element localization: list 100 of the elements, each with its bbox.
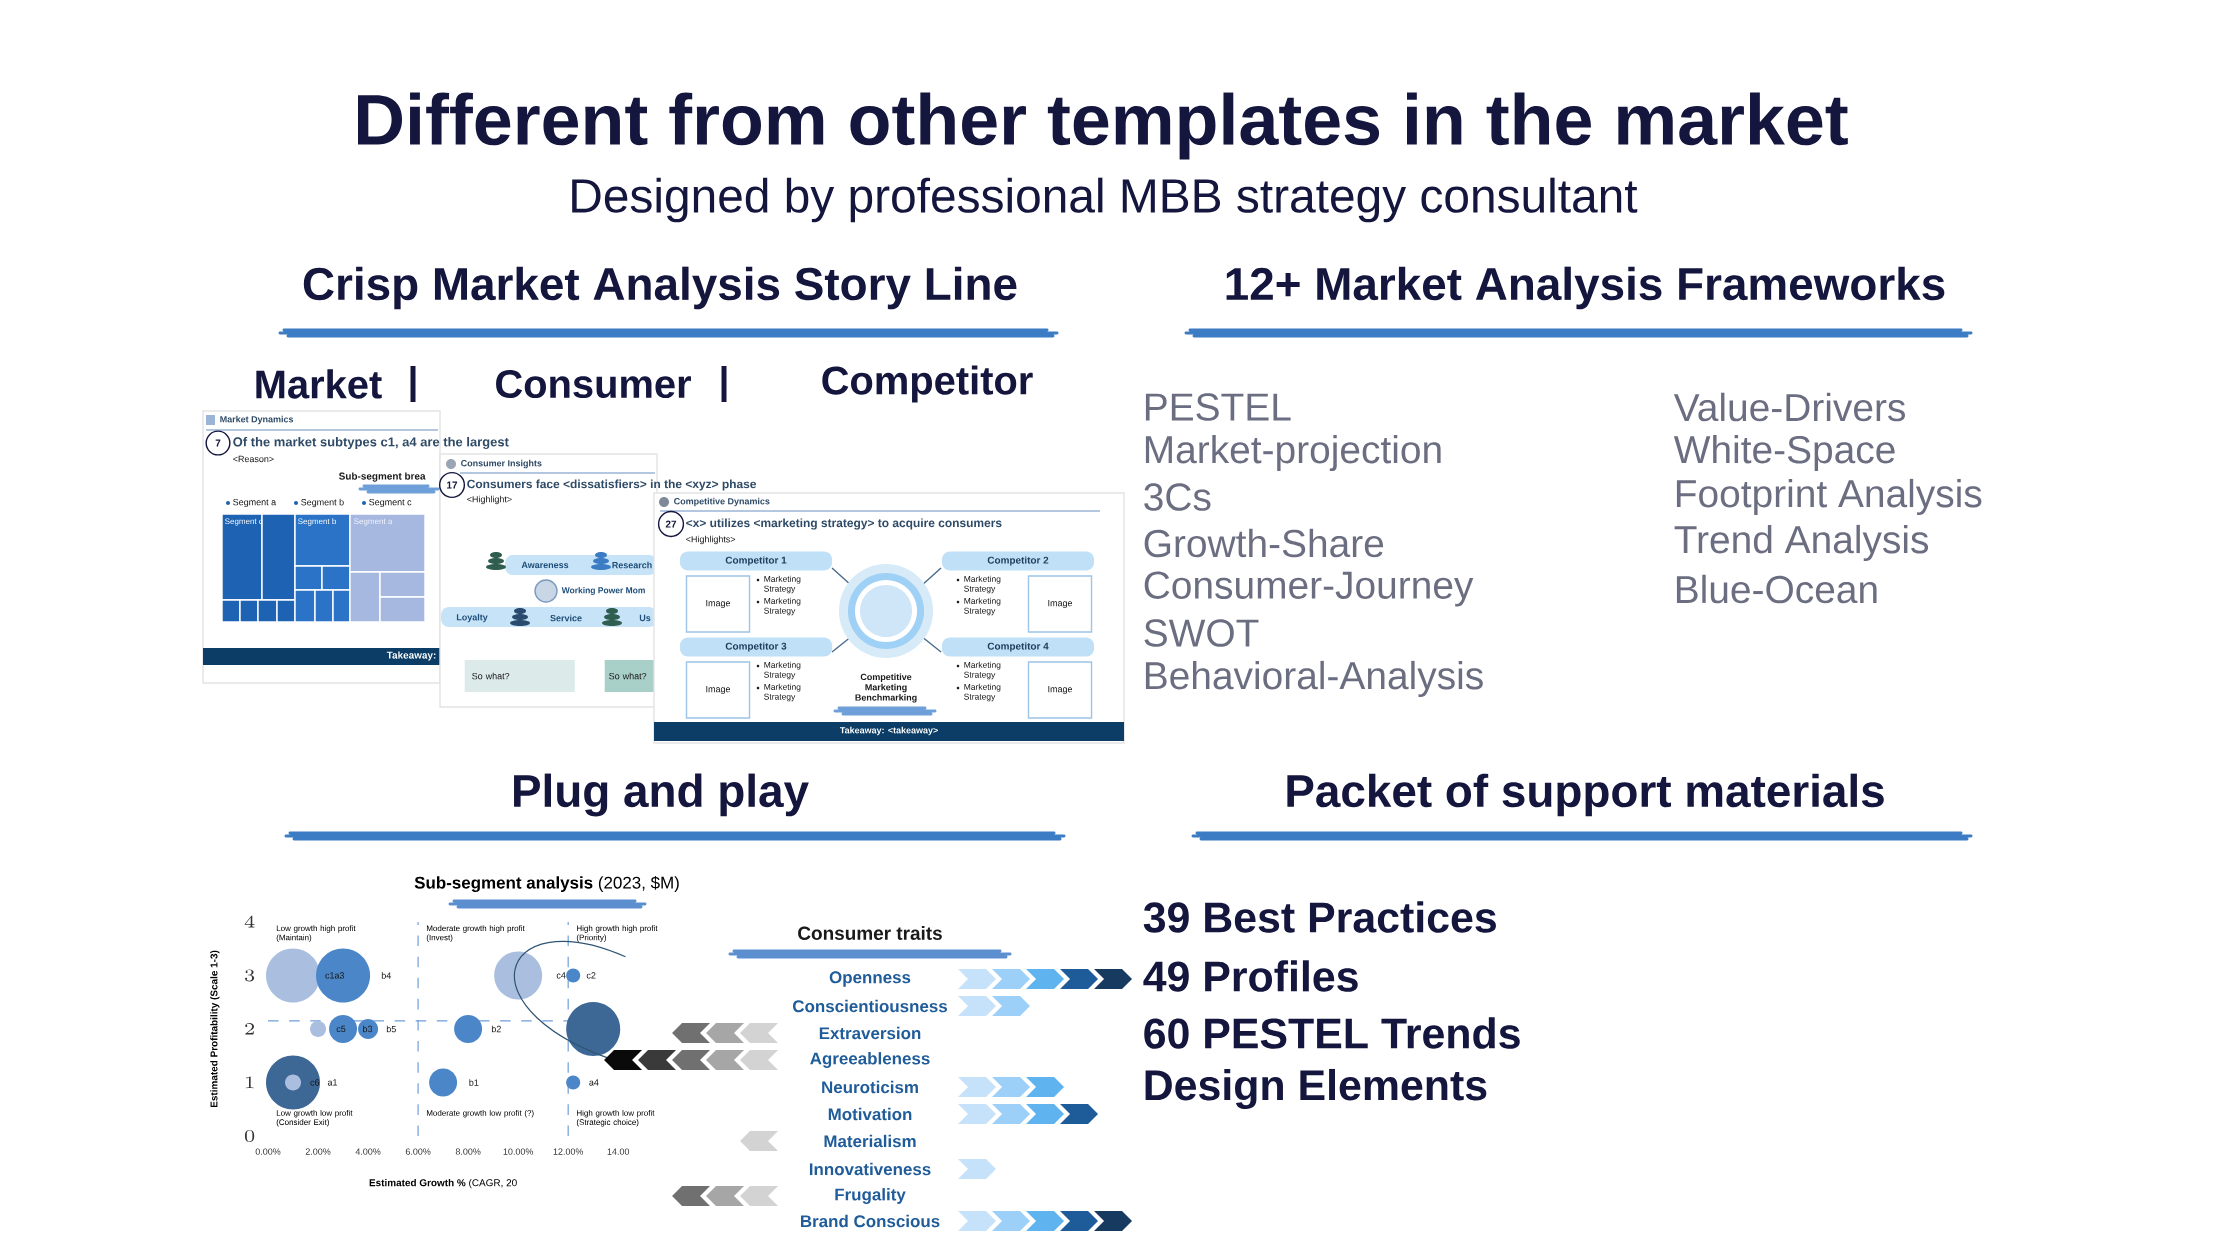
slide-number: 7 [205,430,231,456]
x-tick-label: 10.00% [503,1148,534,1155]
trait-label: Motivation [828,1107,912,1121]
framework-name: Behavioral-Analysis [1145,660,1483,698]
slide-title: Consumers face <dissatisfiers> in the <xyz> phase [467,479,757,491]
annotation: a4 [589,1079,599,1086]
x-tick-label: 0.00% [255,1148,281,1155]
step-label: Research [612,561,652,569]
point [329,1014,358,1043]
point [454,1014,483,1043]
x-tick-label: 6.00% [405,1148,431,1155]
bullet-text: Marketing Strategy [764,597,801,616]
title: Different from other templates in the market [358,92,1848,160]
annotation: b4 [381,972,391,979]
y-tick-label: 4 [244,915,255,928]
trait-label: Innovativeness [809,1162,931,1176]
framework-name: Trend Analysis [1674,524,1929,562]
legend-text: Segment b [301,498,344,508]
slide-title: Of the market subtypes c1, a4 are the largest [233,436,509,450]
slide-subtitle: <Reason> [233,455,274,463]
y-tick-label: 1 [246,1076,254,1089]
bullet-text: Marketing Strategy [764,661,801,680]
y-tick-label: 0 [244,1129,255,1143]
section-heading: Crisp Market Analysis Story Line [303,266,1017,310]
x-tick-label: 4.00% [355,1148,381,1155]
placeholder-field: Image [685,575,751,633]
y-axis-title: Estimated Profitability (Scale 1-3) [210,950,220,1108]
chart-title: Sub-segment analysis (2023, $M) [414,875,679,893]
annotation: c2 [586,972,596,979]
framework-name: Growth-Share [1144,528,1384,558]
bullet-text: Marketing Strategy [964,683,1001,702]
section-heading: Plug and play [514,773,809,817]
persona-name: Working Power Mom [561,587,645,595]
competitor-bar: Competitor 2 [941,551,1095,571]
point [429,1068,458,1097]
material-item: Design Elements [1145,1068,1487,1110]
slide-title: <x> utilizes <marketing strategy> to acquire consumers [686,518,1002,530]
framework-name: 3Cs [1144,483,1211,511]
annotation: a1 [327,1079,338,1086]
framework-name: SWOT [1144,619,1259,647]
column-heading: Competitor [822,365,1033,403]
framework-name: Market-projection [1145,434,1441,472]
takeaway-text: Takeaway: [386,651,436,661]
x-tick-label: 12.00% [553,1148,584,1155]
step-label: Loyalty [456,613,488,623]
point [566,1001,621,1056]
slide-subtitle: <Highlights> [686,535,736,545]
trait-label: Frugality [835,1188,906,1204]
y-tick-label: 2 [245,1022,254,1035]
material-item: 49 Profiles [1143,960,1358,992]
section-heading: 12+ Market Analysis Frameworks [1226,266,1945,310]
x-tick-label: 2.00% [305,1148,331,1155]
material-item: 39 Best Practices [1143,901,1496,933]
subtitle: Designed by professional MBB strategy consultant [572,177,1638,223]
x-axis-title: Estimated Growth % (CAGR, 20 [369,1178,517,1189]
point [566,1075,581,1090]
section-heading: Packet of support materials [1287,773,1884,817]
annotation: b3 [363,1025,373,1033]
bullet-text: Marketing Strategy [764,575,801,594]
framework-name: Footprint Analysis [1676,478,1982,516]
competitor-bar: Competitor 1 [679,551,833,571]
trait-label: Neuroticism [822,1080,918,1094]
annotation: c6 [310,1079,320,1086]
trait-label: Extraversion [819,1026,921,1040]
y-tick-label: 3 [245,969,255,982]
bullet-text: Marketing Strategy [964,661,1001,680]
annotation: c1a3 [325,972,345,979]
takeaway-text: Takeaway: <takeaway> [839,726,938,736]
annotation: b1 [469,1079,479,1086]
step-label: Service [550,614,582,622]
framework-name: PESTEL [1145,393,1291,421]
annotation: b5 [386,1025,396,1033]
bullet-text: Marketing Strategy [764,683,801,702]
point [494,951,543,1000]
slide-section-label: Competitive Dynamics [674,497,770,507]
trait-label: Openness [829,971,911,987]
slide-section-label: Consumer Insights [461,459,542,469]
point [316,948,371,1003]
slide-subtitle: <Highlight> [467,495,512,505]
trait-label: Materialism [824,1134,916,1148]
bullet-text: Marketing Strategy [964,597,1001,616]
material-item: 60 PESTEL Trends [1144,1017,1520,1049]
trait-label: Brand Conscious [801,1214,940,1228]
legend-text: Segment a [233,498,277,508]
step-label: Awareness [521,561,569,569]
slide-section-label: Market Dynamics [220,415,294,425]
trait-label: Conscientiousness [793,999,947,1013]
placeholder-field: Image [1027,661,1093,719]
point [266,948,321,1003]
placeholder-field: Image [685,661,751,719]
x-tick-label: 8.00% [455,1148,481,1155]
placeholder-field: Image [1027,575,1093,633]
framework-name: Consumer-Journey [1144,571,1474,607]
column-heading: Consumer [496,369,691,399]
chart-title: Consumer traits [798,926,942,940]
legend-text: Segment c [369,498,412,508]
trait-label: Agreeableness [810,1052,930,1068]
bullet-text: Marketing Strategy [964,575,1001,594]
column-heading: Market [256,369,382,399]
diagram-caption: Competitive Marketing Benchmarking [855,673,917,703]
